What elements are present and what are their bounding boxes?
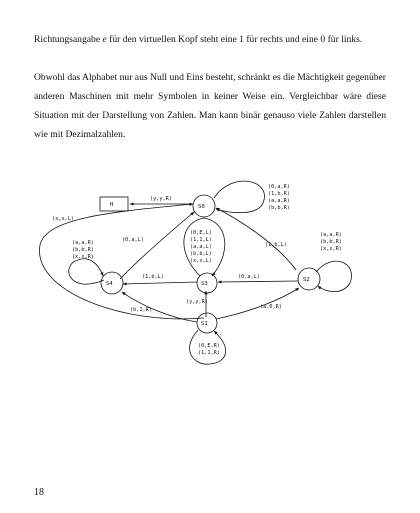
label-s2-self-2: (b,b,R) xyxy=(320,239,342,245)
label-s1-self-1: (0,E,R) xyxy=(198,343,220,349)
label-s0-self-4: (b,b,R) xyxy=(268,205,290,211)
label-s1-s4: (b,1,R) xyxy=(130,307,152,313)
state-s4: S4 xyxy=(106,281,113,287)
state-s0-circle xyxy=(192,194,216,218)
label-s0-self-2: (1,b,R) xyxy=(268,191,290,197)
edge-s1-s2 xyxy=(215,287,300,320)
state-s2: S2 xyxy=(303,277,310,283)
state-s3-circle xyxy=(196,272,218,294)
label-s1-s3: (y,y,R) xyxy=(186,299,208,305)
state-s1: S1 xyxy=(201,321,208,327)
state-h: H xyxy=(110,202,113,208)
edge-s1-self xyxy=(189,329,226,365)
edge-s1-s4-outer xyxy=(39,202,205,320)
edge-s3-self xyxy=(183,217,226,277)
paragraph-direction: Richtungsangabe e für den virtuellen Kop… xyxy=(34,30,386,49)
state-s2-circle xyxy=(297,267,321,291)
label-s4-s0: (0,a,L) xyxy=(122,237,144,243)
state-h-box xyxy=(99,196,129,212)
paragraph-alphabet: Obwohl das Alphabet nur aus Null und Ein… xyxy=(34,72,386,140)
edge-s2-s0 xyxy=(215,207,297,271)
state-s3: S3 xyxy=(201,281,208,287)
label-s2-s3: (0,a,L) xyxy=(238,274,260,280)
label-s3-self-4: (b,b,L) xyxy=(190,251,212,257)
label-s1-s2: (a,0,R) xyxy=(260,304,282,310)
edge-s4-s0 xyxy=(119,211,195,280)
label-s4-self-3: (x,x,R) xyxy=(72,254,94,260)
label-s3-s4: (1,b,L) xyxy=(142,274,164,280)
label-s4-self-2: (b,b,R) xyxy=(72,247,94,253)
edge-s2-self xyxy=(315,260,352,293)
label-s3-self-1: (0,E,L) xyxy=(190,230,212,236)
label-s4-self-1: (a,a,R) xyxy=(72,240,94,246)
label-s3-self-3: (a,a,L) xyxy=(190,244,212,250)
variable-e: e xyxy=(102,34,107,45)
label-s2-self-1: (a,a,R) xyxy=(320,232,342,238)
label-s3-self-2: (1,1,L) xyxy=(190,237,212,243)
edge-s0-self xyxy=(213,180,265,214)
p1-text-b: für den virtuellen Kopf steht eine 1 für… xyxy=(106,34,363,45)
edge-s2-s3 xyxy=(217,280,299,284)
label-s2-self-3: (x,x,R) xyxy=(320,246,342,252)
state-s4-circle xyxy=(100,271,124,295)
label-x-x-l: (x,x,L) xyxy=(52,216,74,222)
page-number: 18 xyxy=(34,487,44,498)
label-s0-h: (y,y,R) xyxy=(150,196,172,202)
p1-text-a: Richtungsangabe xyxy=(34,34,103,45)
label-s0-self-1: (0,a,R) xyxy=(268,184,290,190)
label-s1-self-2: (1,1,R) xyxy=(198,350,220,356)
label-s2-s0: (1,b,L) xyxy=(265,242,287,248)
label-s3-self-5: (x,x,L) xyxy=(190,258,212,264)
edge-s1-s4 xyxy=(121,291,198,323)
label-s0-self-3: (a,a,R) xyxy=(268,198,290,204)
edge-s3-s4 xyxy=(122,281,198,286)
state-s0: S0 xyxy=(198,204,205,210)
state-s1-circle xyxy=(196,312,218,334)
edge-s4-self xyxy=(68,258,105,285)
